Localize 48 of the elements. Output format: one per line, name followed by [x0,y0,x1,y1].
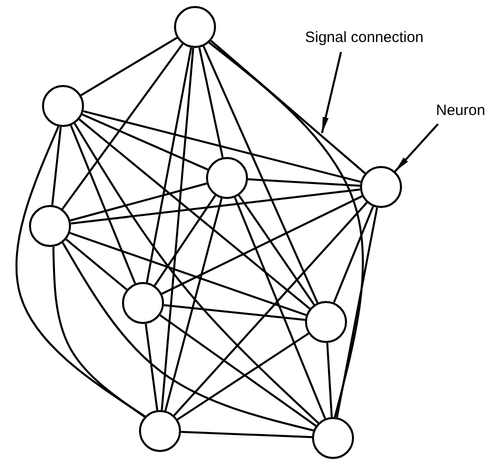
connection-line [336,207,378,418]
connection-line [52,246,146,418]
connection-line [78,118,310,310]
connection-line [70,188,360,225]
neuron-circle [360,166,402,208]
connection-line [80,36,178,96]
callout-label: Signal connection [305,29,424,47]
connection-line [66,238,128,290]
connection-line [164,198,223,411]
connection-line [202,46,318,304]
callout-label: Neuron [436,102,486,120]
neuron-circle [122,282,164,324]
neuron-circle [29,205,71,247]
connection-line [208,42,364,418]
connection-line [70,182,207,222]
connection-line [177,332,309,420]
connection-line [70,125,136,284]
connection-line [146,47,192,283]
connection-line [160,48,194,410]
neuron-circle [305,301,347,343]
connection-line [234,197,326,419]
connection-line [51,126,62,206]
leader-line [394,123,439,172]
connection-line [164,304,306,321]
neuron-circle [174,6,216,48]
connection-line [161,195,363,295]
connection-line [210,40,366,174]
connection-line [333,206,374,303]
connection-line [70,232,306,316]
neuron-circle [139,410,181,452]
connection-line [144,324,158,410]
neuron-circle [312,417,354,459]
connection-line [62,242,314,432]
connection-line [62,43,184,210]
connection-line [82,114,208,170]
connection-line [238,194,315,306]
connection-line [83,110,361,183]
connection-line [173,202,368,416]
connection-line [326,342,333,418]
connection-line [180,430,312,438]
neuron-circle [206,157,248,199]
connection-line [15,126,146,418]
leader-line [321,52,342,134]
connection-line [154,194,216,286]
connection-line [198,47,224,158]
neuron-circle [42,85,84,127]
connection-line [248,178,360,187]
connection-line [160,314,316,427]
